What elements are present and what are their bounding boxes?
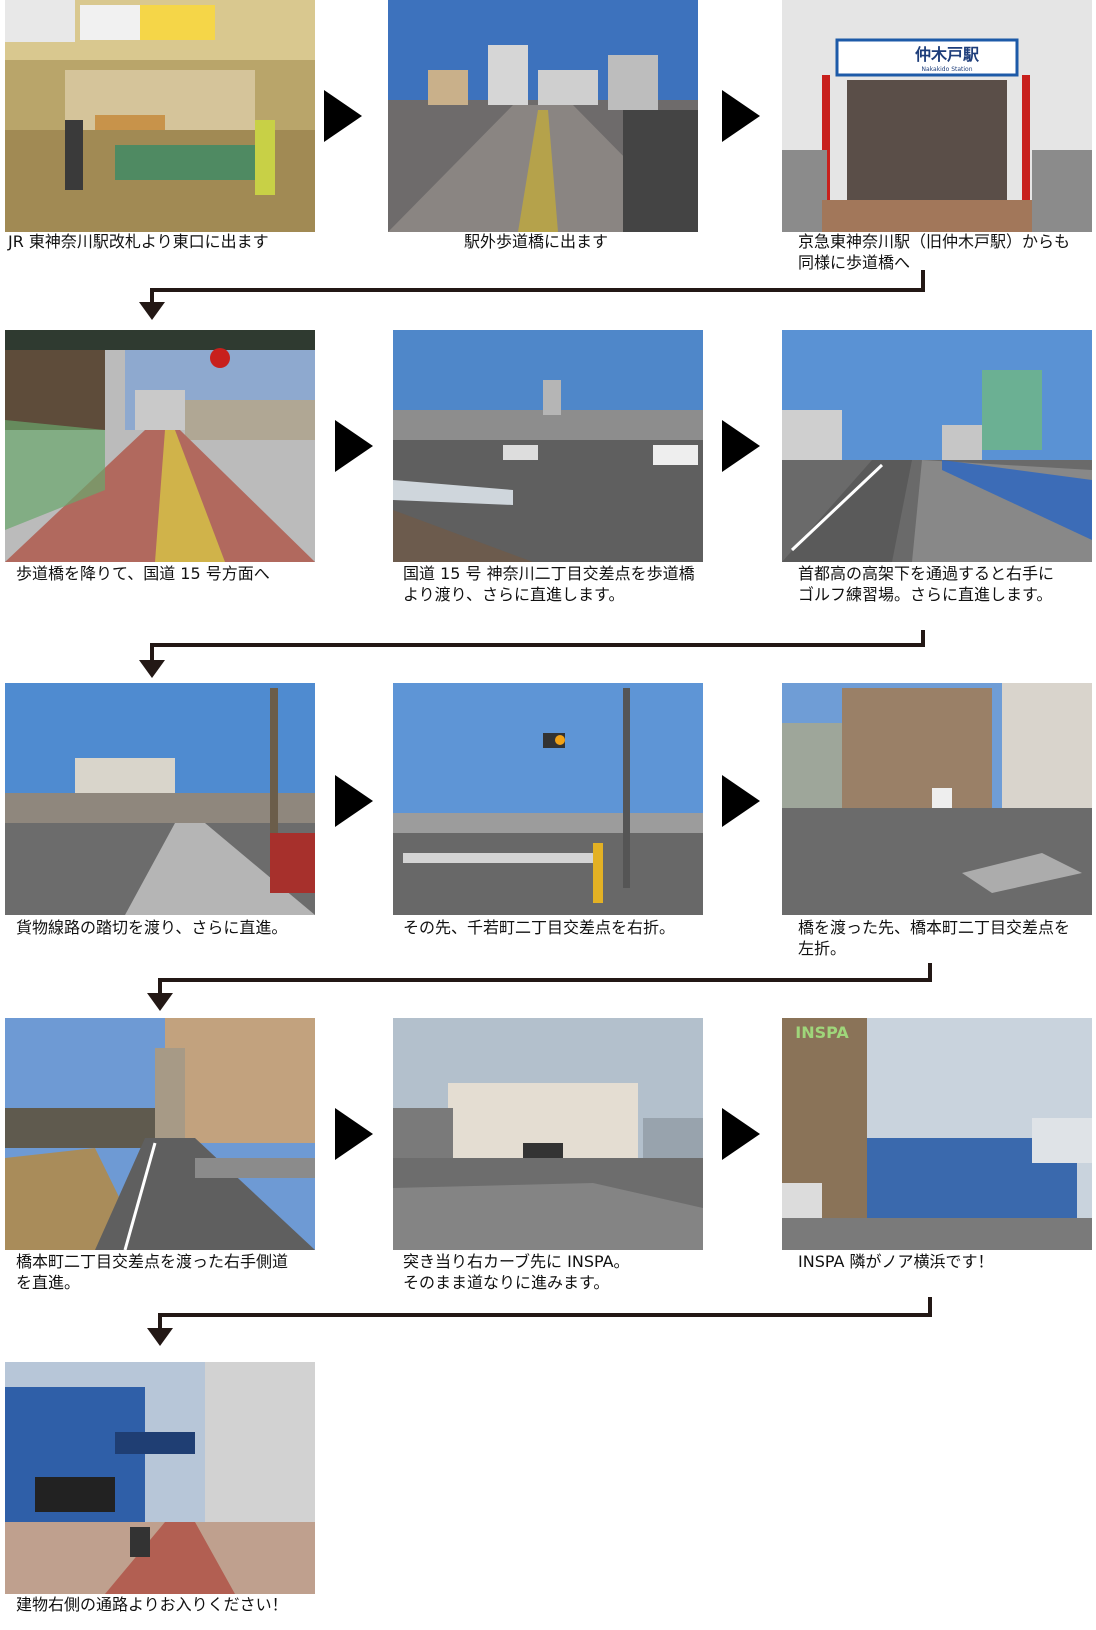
step-10-photo <box>5 1018 315 1250</box>
curve-image <box>393 1018 703 1250</box>
step-2-caption: 駅外歩道橋に出ます <box>464 232 609 251</box>
station-sign-text: 仲木戸駅 <box>915 45 980 64</box>
step-4-caption: 歩道橋を降りて、国道 15 号方面へ <box>16 564 270 583</box>
step-7-caption: 貨物線路の踏切を渡り、さらに直進。 <box>16 918 288 937</box>
step-9-caption: 橋を渡った先、橋本町二丁目交差点を 左折。 <box>798 918 1071 958</box>
arrow-right-icon <box>722 775 760 827</box>
step-3-caption: 京急東神奈川駅（旧仲木戸駅）からも 同様に歩道橋へ <box>798 232 1071 272</box>
intersection-image <box>393 330 703 562</box>
arrow-right-icon <box>722 420 760 472</box>
inspa-sign-text: INSPA <box>795 1023 849 1042</box>
walkway-image <box>388 0 698 232</box>
step-5-caption: 国道 15 号 神奈川二丁目交差点を歩道橋 より渡り、さらに直進します。 <box>403 564 695 604</box>
arrow-right-icon <box>722 1108 760 1160</box>
sidewalk-image <box>5 330 315 562</box>
step-1-photo <box>5 0 315 232</box>
step-1-caption: JR 東神奈川駅改札より東口に出ます <box>8 232 269 251</box>
step-6-photo <box>782 330 1092 562</box>
step-9-photo <box>782 683 1092 915</box>
arrow-right-icon <box>335 1108 373 1160</box>
step-12-caption: INSPA 隣がノア横浜です！ <box>798 1252 994 1271</box>
step-8-photo <box>393 683 703 915</box>
arrow-right-icon <box>324 90 362 142</box>
step-10-caption: 橋本町二丁目交差点を渡った右手側道 を直進。 <box>16 1252 289 1292</box>
step-13-photo <box>5 1362 315 1594</box>
step-4-photo <box>5 330 315 562</box>
step-3-photo: 仲木戸駅 Nakakido Station <box>782 0 1092 232</box>
step-11-caption: 突き当り右カーブ先に INSPA。 そのまま道なりに進みます。 <box>403 1252 630 1292</box>
turn-left-image <box>782 683 1092 915</box>
step-5-photo <box>393 330 703 562</box>
step-6-caption: 首都高の高架下を通過すると右手に ゴルフ練習場。さらに直進します。 <box>798 564 1055 604</box>
step-2-photo <box>388 0 698 232</box>
entrance-image <box>5 1362 315 1594</box>
side-road-image <box>5 1018 315 1250</box>
step-7-photo <box>5 683 315 915</box>
turn-right-image <box>393 683 703 915</box>
step-11-photo <box>393 1018 703 1250</box>
station-gates-image <box>5 0 315 232</box>
keikyu-station-image: 仲木戸駅 Nakakido Station <box>782 0 1092 232</box>
step-13-caption: 建物右側の通路よりお入りください！ <box>16 1595 288 1614</box>
arrow-right-icon <box>335 420 373 472</box>
bridge-golf-image <box>782 330 1092 562</box>
arrow-right-icon <box>335 775 373 827</box>
crossing-image <box>5 683 315 915</box>
station-sign-romaji: Nakakido Station <box>921 66 972 73</box>
step-12-photo: INSPA <box>782 1018 1092 1250</box>
inspa-image: INSPA <box>782 1018 1092 1250</box>
arrow-right-icon <box>722 90 760 142</box>
step-8-caption: その先、千若町二丁目交差点を右折。 <box>403 918 676 937</box>
